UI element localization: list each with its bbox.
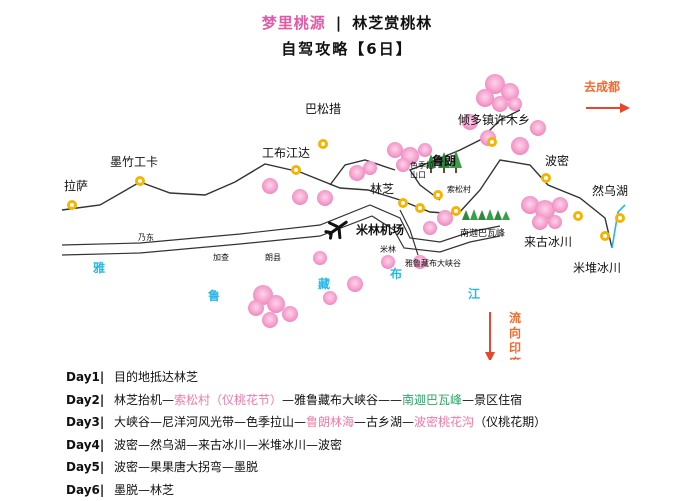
river-char: 鲁 — [207, 288, 220, 303]
itinerary-highlight: 鲁朗林海 — [306, 415, 354, 429]
place-langxian: 朗县 — [265, 252, 281, 262]
pin-icon — [615, 213, 625, 223]
to-chengdu-label: 去成都 — [584, 79, 620, 94]
place-suosongcun: 索松村 — [447, 184, 471, 194]
place-laigubingchuan: 来古冰川 — [524, 234, 572, 249]
place-nanjiabawafeng: 南迦巴瓦峰 — [460, 227, 505, 239]
itinerary-text: —景区住宿 — [462, 393, 522, 407]
itinerary-text: 波密—果果唐大拐弯—墨脱 — [114, 460, 258, 474]
day-label: Day1| — [66, 366, 114, 389]
pin-icon — [573, 211, 583, 221]
itinerary-highlight: 波密桃花沟 — [414, 415, 474, 429]
itinerary-text: 大峡谷—尼洋河风光带—色季拉山— — [114, 415, 306, 429]
day-label: Day2| — [66, 389, 114, 412]
place-lulang: 鲁朗 — [431, 153, 456, 168]
place-yaluzangbu-canyon: 雅鲁藏布大峡谷 — [405, 258, 461, 268]
pin-icon — [600, 231, 610, 241]
itinerary-text: 林芝抬机— — [114, 393, 174, 407]
place-basongcuo: 巴松措 — [305, 102, 341, 116]
svg-text:流向印度: 流向印度 — [509, 310, 522, 360]
arrow-right-icon — [586, 103, 630, 113]
river-char: 布 — [390, 266, 402, 281]
river-char: 藏 — [318, 276, 330, 291]
place-linzhi: 林芝 — [370, 181, 394, 196]
river-char: 雅 — [92, 260, 105, 275]
pin-icon — [541, 173, 551, 183]
place-ranwuhu: 然乌湖 — [592, 183, 628, 198]
itinerary-text: 波密—然乌湖—来古冰川—米堆冰川—波密 — [114, 438, 342, 452]
place-naidong: 乃东 — [138, 232, 154, 242]
itinerary-row: Day3|大峡谷—尼洋河风光带—色季拉山—鲁朗林海—古乡湖—波密桃花沟（仪桃花期… — [66, 411, 686, 434]
pin-icon — [415, 203, 425, 213]
route-map: 拉萨 墨竹工卡 工布江达 巴松措 林芝 色季拉山口 鲁朗 索松村 南迦巴瓦峰 倾… — [0, 0, 694, 360]
place-bomi: 波密 — [545, 153, 569, 168]
pin-icon — [67, 200, 77, 210]
to-india-label: 流向印度 — [509, 310, 522, 360]
itinerary-row: Day1|目的地抵达林芝 — [66, 366, 686, 389]
airplane-icon — [323, 215, 351, 242]
day-label: Day6| — [66, 479, 114, 501]
day-label: Day5| — [66, 456, 114, 479]
place-sejila: 色季拉山口 — [410, 160, 434, 180]
place-milin: 米林 — [380, 244, 396, 254]
pin-icon — [135, 176, 145, 186]
pin-icon — [433, 190, 443, 200]
day-label: Day3| — [66, 411, 114, 434]
pin-icon — [398, 198, 408, 208]
place-miduibingchuan: 米堆冰川 — [573, 261, 621, 275]
itinerary-row: Day2|林芝抬机—索松村（仪桃花节）—雅鲁藏布大峡谷——南迦巴瓦峰—景区住宿 — [66, 389, 686, 412]
itinerary-row: Day4|波密—然乌湖—来古冰川—米堆冰川—波密 — [66, 434, 686, 457]
pin-icon — [318, 139, 328, 149]
pin-icon — [451, 206, 461, 216]
day-label: Day4| — [66, 434, 114, 457]
arrow-down-icon — [485, 312, 495, 360]
itinerary-row: Day6|墨脱—林芝 — [66, 479, 686, 501]
place-jiacha: 加查 — [213, 252, 229, 262]
itinerary-row: Day5|波密—果果唐大拐弯—墨脱 — [66, 456, 686, 479]
itinerary-highlight: 南迦巴瓦峰 — [402, 393, 462, 407]
pin-icon — [291, 165, 301, 175]
itinerary-text: （仪桃花期） — [474, 415, 546, 429]
itinerary-text: —古乡湖— — [354, 415, 414, 429]
itinerary: Day1|目的地抵达林芝 Day2|林芝抬机—索松村（仪桃花节）—雅鲁藏布大峡谷… — [66, 366, 686, 501]
river-char: 江 — [468, 286, 480, 301]
itinerary-highlight: 索松村（仪桃花节） — [174, 393, 282, 407]
place-qingduozhen: 倾多镇许木乡 — [458, 113, 530, 127]
itinerary-text: —雅鲁藏布大峡谷—— — [282, 393, 402, 407]
place-gongbujiangda: 工布江达 — [262, 146, 310, 160]
itinerary-text: 墨脱—林芝 — [114, 483, 174, 497]
pin-icon — [487, 137, 497, 147]
place-lasa: 拉萨 — [64, 178, 88, 193]
place-milinjichang: 米林机场 — [356, 222, 404, 237]
place-mozhugongka: 墨竹工卡 — [110, 155, 158, 169]
itinerary-text: 目的地抵达林芝 — [114, 370, 198, 384]
